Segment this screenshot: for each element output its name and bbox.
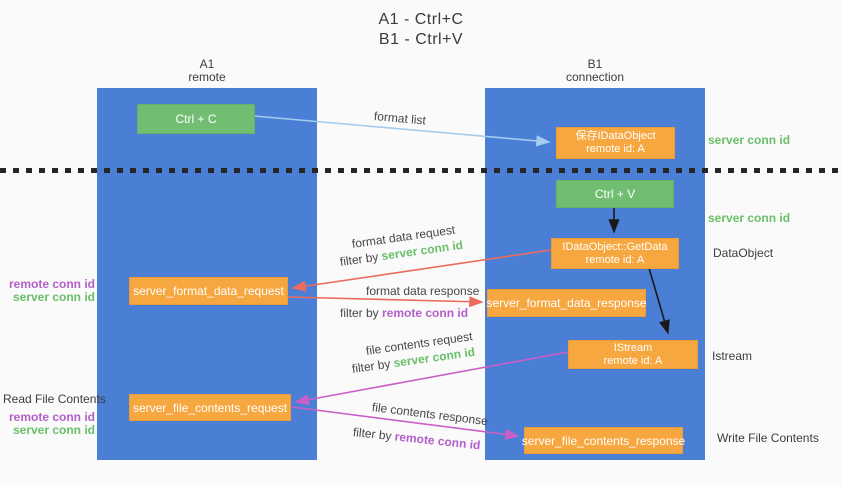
lane-header-a1: A1 remote	[97, 58, 317, 84]
write-file-contents-label: Write File Contents	[717, 431, 819, 445]
conn-id-pair-file: remote conn id server conn id	[0, 411, 95, 437]
format-list-label: format list	[373, 109, 427, 128]
filter-by-remote-conn-id-label-1: filter by remote conn id	[340, 306, 468, 320]
getdata-title: IDataObject::GetData	[562, 240, 668, 253]
dotted-divider-line	[0, 168, 842, 173]
remote-conn-id-text: remote conn id	[394, 429, 482, 453]
read-file-contents-label: Read File Contents	[3, 392, 106, 406]
filter-by-text: filter by	[339, 249, 380, 269]
server-format-data-response-node: server_format_data_response	[486, 289, 647, 317]
filter-by-remote-conn-id-label-2: filter by remote conn id	[352, 425, 481, 452]
ctrl-v-node: Ctrl + V	[556, 180, 674, 208]
title-line-ctrl-c: A1 - Ctrl+C	[378, 11, 464, 28]
save-idataobject-node: 保存IDataObject remote id: A	[556, 127, 675, 159]
remote-conn-id-text: remote conn id	[382, 306, 469, 320]
title-line-ctrl-v: B1 - Ctrl+V	[378, 31, 464, 48]
ctrl-c-node: Ctrl + C	[137, 104, 255, 134]
lane-b1-name: B1	[587, 57, 603, 71]
filter-by-text: filter by	[340, 306, 379, 320]
filter-by-text: filter by	[351, 356, 392, 376]
remote-conn-id-label: remote conn id	[8, 410, 95, 424]
conn-id-pair-format: remote conn id server conn id	[0, 278, 95, 304]
lane-a1-name: A1	[199, 57, 215, 71]
server-file-contents-response-node: server_file_contents_response	[522, 427, 685, 454]
server-format-data-request-node: server_format_data_request	[129, 277, 288, 305]
getdata-remote-id: remote id: A	[585, 253, 645, 266]
istream-node: IStream remote id: A	[568, 340, 698, 369]
save-idataobject-remote-id: remote id: A	[586, 143, 645, 155]
server-conn-id-label: server conn id	[12, 290, 95, 304]
istream-side-label: Istream	[712, 349, 753, 363]
server-conn-id-side-label-top: server conn id	[708, 133, 791, 147]
server-conn-id-label: server conn id	[12, 423, 95, 437]
remote-conn-id-label: remote conn id	[8, 277, 95, 291]
idataobject-getdata-node: IDataObject::GetData remote id: A	[551, 238, 679, 269]
lane-header-b1: B1 connection	[485, 58, 705, 84]
server-conn-id-side-label-mid: server conn id	[708, 211, 791, 225]
istream-remote-id: remote id: A	[603, 354, 663, 367]
diagram-title: A1 - Ctrl+C B1 - Ctrl+V	[0, 10, 842, 50]
format-data-response-label: format data response	[366, 284, 480, 298]
server-file-contents-request-node: server_file_contents_request	[129, 394, 291, 421]
lane-a1-subtitle: remote	[188, 70, 226, 84]
filter-by-text: filter by	[352, 425, 393, 444]
lane-b1-subtitle: connection	[565, 70, 625, 84]
dataobject-side-label: DataObject	[713, 246, 774, 260]
istream-title: IStream	[613, 341, 653, 354]
save-idataobject-title: 保存IDataObject	[575, 130, 656, 142]
file-contents-response-label: file contents response	[371, 400, 489, 429]
